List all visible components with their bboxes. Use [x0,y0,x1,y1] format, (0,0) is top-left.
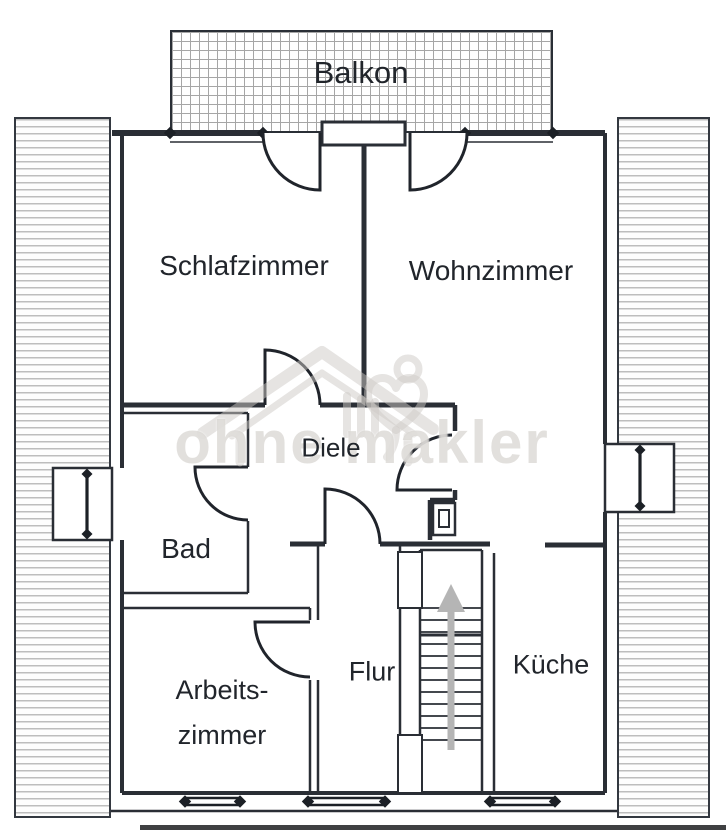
stair-railing-top [397,551,423,609]
door-balcony-schlafzimmer [261,132,322,192]
stair-railing-bottom [397,734,423,794]
door-arbeitszimmer [253,620,311,679]
windows [51,127,676,808]
room-label-arbeitszimmer-line1: Arbeits- [175,675,269,705]
shaft-niche [431,501,457,537]
dormer-window-right [603,442,676,514]
door-balcony-wohnzimmer [408,132,469,192]
room-label-arbeitszimmer: Arbeits- zimmer [175,668,268,758]
room-label-wohnzimmer: Wohnzimmer [408,255,574,286]
room-label-schlafzimmer: Schlafzimmer [159,250,329,281]
room-label-bad: Bad [161,533,211,564]
room-label-diele: Diele [301,432,361,463]
room-label-kueche: Küche [512,649,590,680]
scan-edge-band [140,825,726,830]
watermark-text: ohne makler [174,409,550,476]
doors [193,132,469,679]
door-bad [193,465,249,522]
house-heart-logo-icon [197,346,439,467]
room-label-flur: Flur [348,656,396,687]
door-diele-flur [323,487,382,545]
balcony-area [170,30,553,133]
room-label-arbeitszimmer-line2: zimmer [177,720,267,750]
stairs-up-arrow-icon [437,584,465,750]
room-label-balkon: Balkon [313,55,409,90]
staircase [397,551,482,794]
dormer-window-left [51,466,114,542]
bottom-windows [179,795,561,808]
outer-walls [111,130,617,813]
